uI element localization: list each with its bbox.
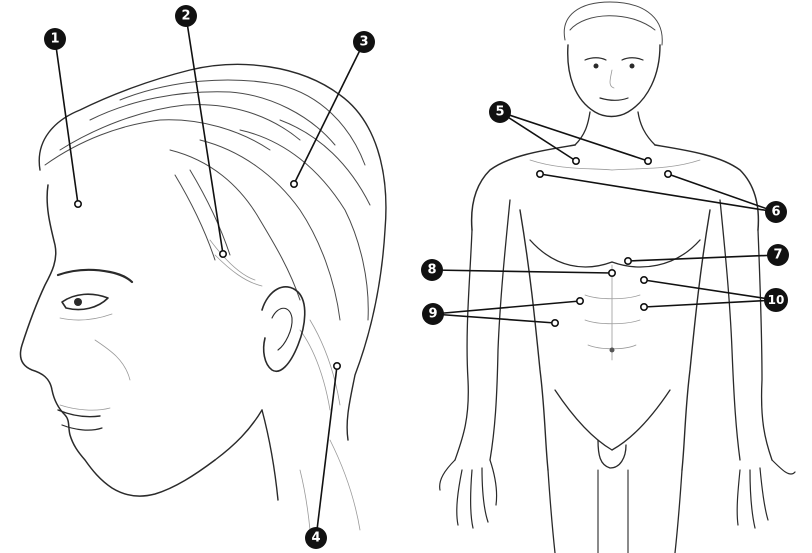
- callout-number-3: 3: [359, 35, 368, 50]
- callout-number-7: 7: [773, 248, 782, 263]
- leader-line-1: [55, 39, 78, 204]
- leader-line-5b: [500, 112, 648, 161]
- leader-line-6a: [540, 174, 776, 212]
- leader-line-3: [294, 42, 364, 184]
- torso-front-sketch: [440, 2, 795, 553]
- point-10b: [641, 304, 647, 310]
- leader-line-9b: [433, 314, 555, 323]
- leader-line-8: [432, 270, 612, 273]
- leader-line-6b: [668, 174, 776, 212]
- callout-badge-8: 8: [421, 259, 443, 281]
- callout-badge-3: 3: [353, 31, 375, 53]
- callout-badge-7: 7: [767, 244, 789, 266]
- callout-badge-2: 2: [175, 5, 197, 27]
- point-9b: [552, 320, 558, 326]
- point-1: [75, 201, 81, 207]
- callout-badge-9: 9: [422, 303, 444, 325]
- leader-line-9a: [433, 301, 580, 314]
- callout-number-8: 8: [427, 263, 436, 278]
- callout-number-1: 1: [50, 32, 59, 47]
- point-5a: [573, 158, 579, 164]
- leader-line-2: [186, 16, 223, 254]
- point-4: [334, 363, 340, 369]
- leader-line-5a: [500, 112, 576, 161]
- callout-leaders: [55, 16, 778, 538]
- point-6a: [537, 171, 543, 177]
- point-9a: [577, 298, 583, 304]
- point-7: [625, 258, 631, 264]
- callout-badge-10: 10: [764, 288, 788, 312]
- callout-number-4: 4: [311, 531, 320, 546]
- callout-number-5: 5: [495, 105, 504, 120]
- point-5b: [645, 158, 651, 164]
- callout-badge-5: 5: [489, 101, 511, 123]
- point-10a: [641, 277, 647, 283]
- callout-badge-1: 1: [44, 28, 66, 50]
- point-3: [291, 181, 297, 187]
- callout-number-9: 9: [428, 307, 437, 322]
- head-profile-sketch: [20, 64, 385, 530]
- callout-badges: 1 2 3 4 5 6 7 8: [44, 5, 789, 549]
- point-8: [609, 270, 615, 276]
- callout-number-10: 10: [768, 293, 785, 307]
- leader-line-10a: [644, 280, 776, 300]
- point-6b: [665, 171, 671, 177]
- callout-number-6: 6: [771, 205, 780, 220]
- leader-line-10b: [644, 300, 776, 307]
- callout-number-2: 2: [181, 9, 190, 24]
- callout-badge-6: 6: [765, 201, 787, 223]
- callout-badge-4: 4: [305, 527, 327, 549]
- point-2: [220, 251, 226, 257]
